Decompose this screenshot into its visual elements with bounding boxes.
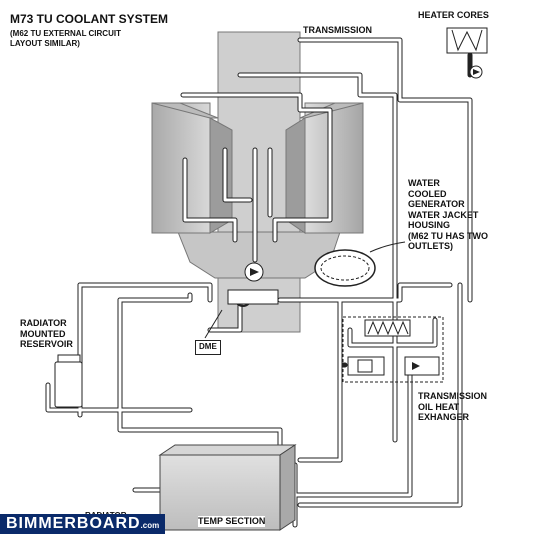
heater-core-icon <box>446 27 488 79</box>
transmission-label: TRANSMISSION <box>303 25 373 35</box>
transmission-oil-heat-exchanger-label: TRANSMISSION OIL HEAT EXHANGER <box>418 391 488 422</box>
water-pump-icon <box>227 262 279 307</box>
watermark-suffix: .com <box>140 521 160 530</box>
heater-cores-label: HEATER CORES <box>418 10 489 20</box>
generator-housing-icon <box>314 241 406 287</box>
diagram-title: M73 TU COOLANT SYSTEM <box>10 12 169 26</box>
reservoir-icon <box>54 354 83 408</box>
dme-label: DME <box>195 340 221 355</box>
diagram-subtitle: (M62 TU EXTERNAL CIRCUIT LAYOUT SIMILAR) <box>10 29 121 48</box>
engine-block <box>151 31 364 333</box>
transmission-heat-exchanger-icon <box>342 316 444 383</box>
dme-marker <box>204 309 223 339</box>
reservoir-label: RADIATOR MOUNTED RESERVOIR <box>20 318 73 349</box>
bimmerboard-watermark: BIMMERBOARD.com <box>0 514 166 534</box>
generator-label: WATER COOLED GENERATOR WATER JACKET HOUS… <box>408 178 488 251</box>
temp-section-label: TEMP SECTION <box>198 516 266 527</box>
watermark-main: BIMMERBOARD <box>6 515 141 532</box>
